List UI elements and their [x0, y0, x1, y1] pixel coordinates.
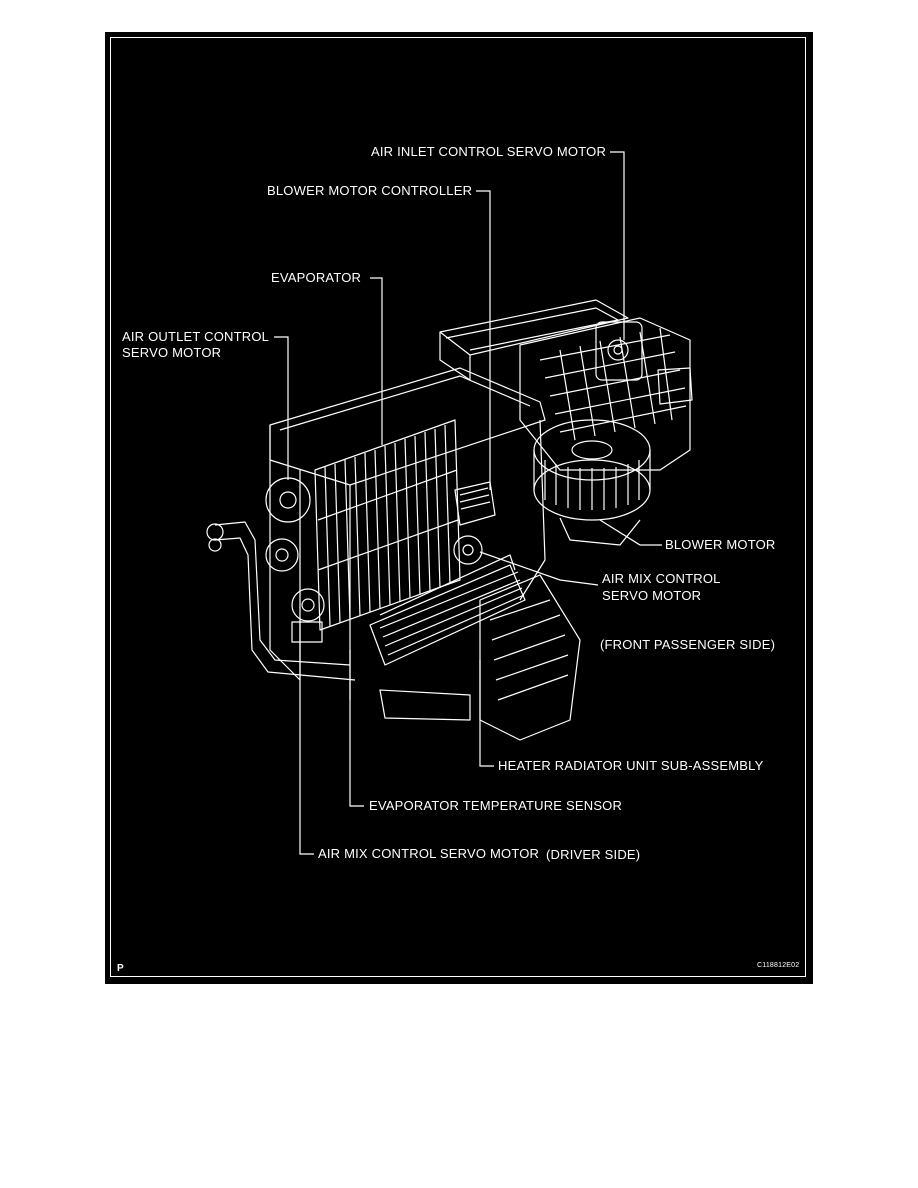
blower-housing: [519, 317, 691, 471]
label-blower-motor: BLOWER MOTOR: [665, 537, 776, 552]
evaporator-core: [314, 419, 461, 631]
label-air-outlet-line1: AIR OUTLET CONTROL: [122, 329, 270, 344]
evaporator-case: [269, 367, 546, 700]
label-air-outlet-line2: SERVO MOTOR: [122, 345, 222, 360]
air-mix-servo-driver: [291, 588, 325, 643]
air-inlet-servo-motor: [595, 321, 693, 405]
heater-radiator: [369, 554, 526, 666]
label-blower-motor-controller: BLOWER MOTOR CONTROLLER: [267, 183, 473, 198]
label-evaporator-temperature-sensor: EVAPORATOR TEMPERATURE SENSOR: [369, 798, 623, 813]
leader-air-outlet: [274, 336, 289, 480]
label-air-inlet-control-servo-motor: AIR INLET CONTROL SERVO MOTOR: [371, 144, 607, 159]
label-air-mix-line1: AIR MIX CONTROL: [602, 571, 721, 586]
leader-blower-controller: [476, 190, 491, 490]
blower-controller-unit: [454, 481, 496, 526]
figure-code: C118812E02: [757, 962, 800, 969]
label-evaporator: EVAPORATOR: [271, 270, 362, 285]
leader-heater-radiator: [479, 660, 494, 767]
blower-fan: [533, 419, 651, 546]
leader-air-inlet: [610, 151, 625, 340]
air-outlet-servo: [265, 477, 311, 572]
refrigerant-pipes: [206, 521, 356, 681]
corner-mark: P: [117, 963, 124, 974]
leader-evaporator: [370, 277, 383, 445]
leader-air-mix: [479, 551, 599, 586]
label-front-passenger-side: (FRONT PASSENGER SIDE): [600, 637, 776, 652]
air-mix-servo-passenger: [453, 535, 483, 565]
label-air-mix-line2: SERVO MOTOR: [602, 588, 702, 603]
diagram-border: [110, 37, 806, 977]
leader-blower-motor: [599, 519, 662, 546]
label-driver-side: (DRIVER SIDE): [546, 847, 641, 862]
air-inlet-duct: [439, 299, 629, 381]
leader-evap-sensor: [349, 650, 364, 807]
leader-lines: [274, 151, 662, 855]
leader-air-mix-driver: [299, 620, 314, 855]
label-heater-radiator-unit: HEATER RADIATOR UNIT SUB-ASSEMBLY: [498, 758, 764, 773]
label-air-mix-driver: AIR MIX CONTROL SERVO MOTOR: [318, 846, 540, 861]
diagram-frame: [105, 32, 813, 984]
